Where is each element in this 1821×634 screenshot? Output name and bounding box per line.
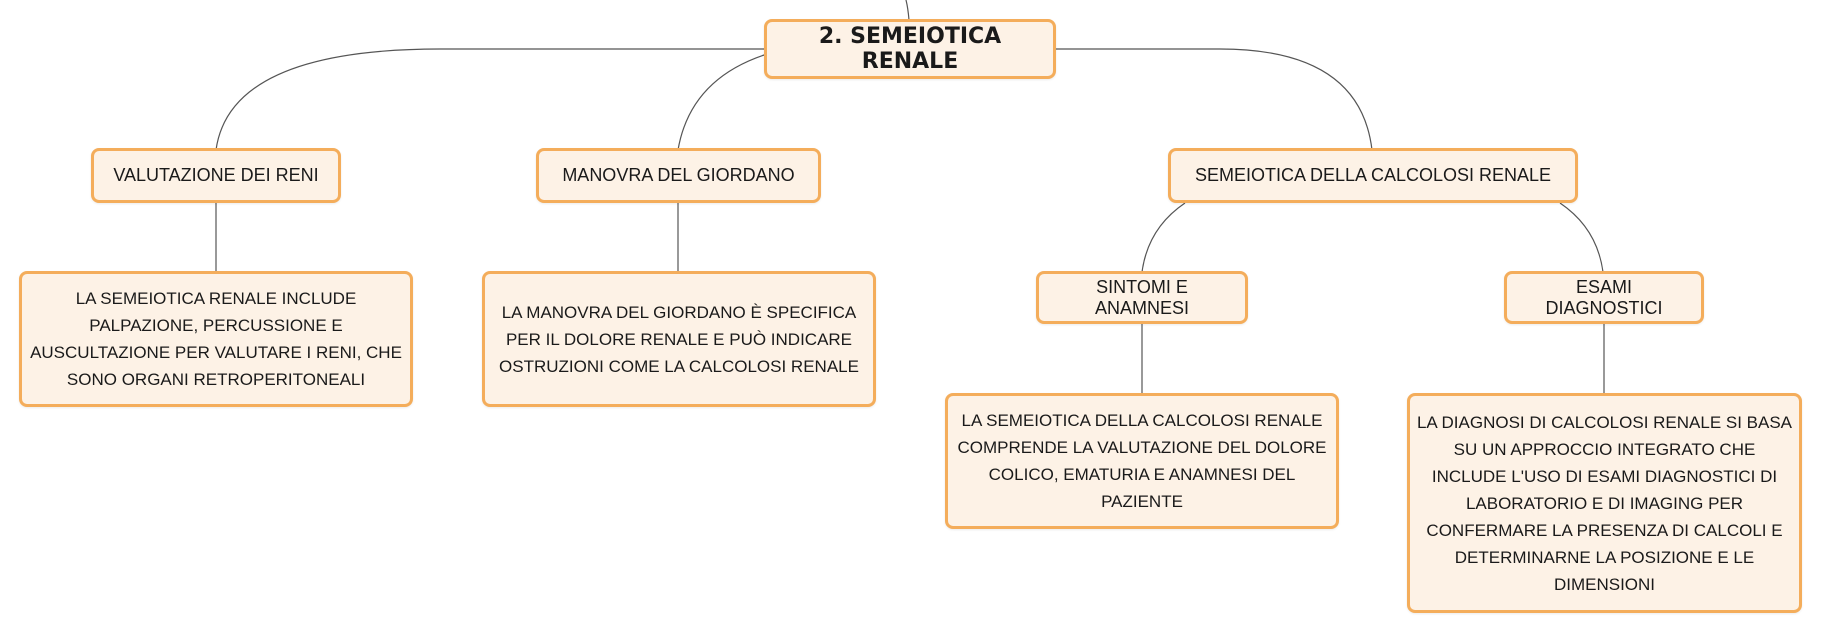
branch-semeiotica-calcolosi[interactable]: SEMEIOTICA DELLA CALCOLOSI RENALE [1168,148,1578,203]
connector-root-to-giordano [677,54,765,151]
root-node-label: 2. SEMEIOTICA RENALE [818,24,1002,74]
detail-manovra-giordano[interactable]: LA MANOVRA DEL GIORDANO È SPECIFICA PER … [482,271,876,407]
branch-sintomi-anamnesi-label: SINTOMI E ANAMNESI [1094,276,1190,318]
connector-parent-to-root [905,0,910,21]
branch-manovra-giordano[interactable]: MANOVRA DEL GIORDANO [536,148,821,203]
root-node[interactable]: 2. SEMEIOTICA RENALE [764,19,1056,79]
branch-manovra-giordano-label: MANOVRA DEL GIORDANO [562,165,795,185]
detail-esami-diagnostici-text: LA DIAGNOSI DI CALCOLOSI RENALE SI BASA … [1416,412,1793,594]
detail-sintomi-anamnesi-text: LA SEMEIOTICA DELLA CALCOLOSI RENALE COM… [957,411,1327,511]
connector-root-to-valutazione [215,48,764,151]
branch-sintomi-anamnesi[interactable]: SINTOMI E ANAMNESI [1036,271,1248,324]
detail-valutazione-reni-text: LA SEMEIOTICA RENALE INCLUDE PALPAZIONE,… [30,289,402,389]
connector-calcolosi-to-esami [1559,202,1604,273]
detail-manovra-giordano-text: LA MANOVRA DEL GIORDANO È SPECIFICA PER … [499,302,859,376]
branch-valutazione-reni-label: VALUTAZIONE DEI RENI [113,165,319,185]
detail-sintomi-anamnesi[interactable]: LA SEMEIOTICA DELLA CALCOLOSI RENALE COM… [945,393,1339,529]
detail-esami-diagnostici[interactable]: LA DIAGNOSI DI CALCOLOSI RENALE SI BASA … [1407,393,1802,613]
detail-valutazione-reni[interactable]: LA SEMEIOTICA RENALE INCLUDE PALPAZIONE,… [19,271,413,407]
connector-root-to-calcolosi [1056,48,1373,151]
branch-esami-diagnostici-label: ESAMI DIAGNOSTICI [1545,276,1663,318]
branch-semeiotica-calcolosi-label: SEMEIOTICA DELLA CALCOLOSI RENALE [1194,165,1552,185]
branch-esami-diagnostici[interactable]: ESAMI DIAGNOSTICI [1504,271,1704,324]
connector-calcolosi-to-sintomi [1141,202,1186,273]
branch-valutazione-reni[interactable]: VALUTAZIONE DEI RENI [91,148,341,203]
